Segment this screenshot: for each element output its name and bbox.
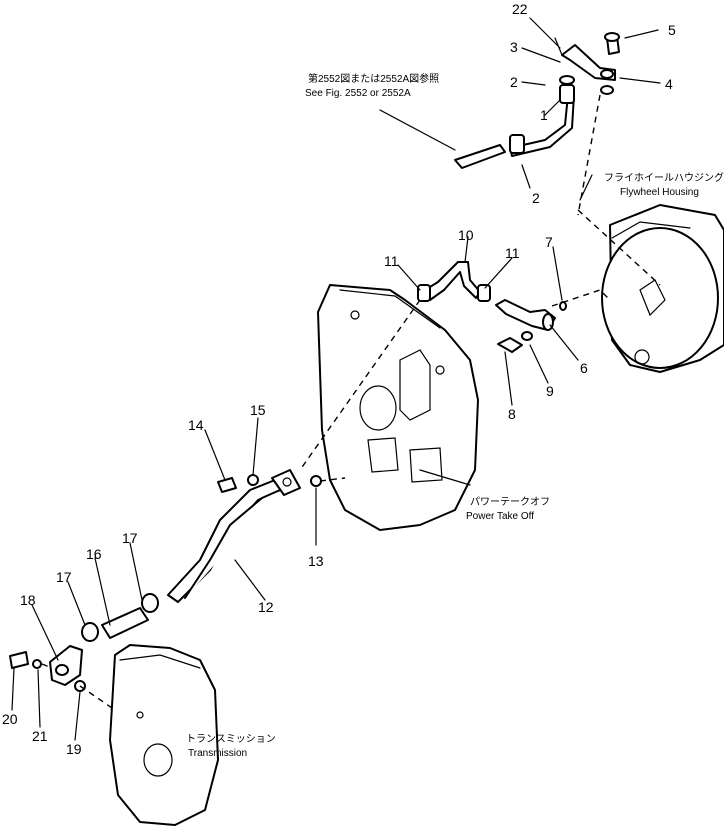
callout-8: 8 [508, 406, 516, 422]
callout-12: 12 [258, 599, 274, 615]
flywheel-housing-en-label: Flywheel Housing [620, 187, 699, 198]
callout-10: 10 [458, 227, 474, 243]
callout-20: 20 [2, 711, 18, 727]
callout-9: 9 [546, 383, 554, 399]
hose-elbow-assembly [9, 593, 159, 692]
power-take-off-housing [317, 284, 479, 531]
callout-2-lower: 2 [532, 190, 540, 206]
callout-21: 21 [32, 728, 48, 744]
flywheel-housing-jp-label: フライホイールハウジング [604, 171, 724, 184]
transmission-jp-label: トランスミッション [186, 733, 276, 745]
callout-13: 13 [308, 553, 324, 569]
callout-5: 5 [668, 22, 676, 38]
see-fig-en-label: See Fig. 2552 or 2552A [305, 88, 411, 99]
pipe-6-assembly [495, 299, 567, 353]
transmission-housing [109, 644, 219, 826]
callout-3: 3 [510, 39, 518, 55]
callout-4: 4 [665, 76, 673, 92]
callout-6: 6 [580, 360, 588, 376]
transmission-en-label: Transmission [188, 748, 247, 759]
callout-18: 18 [20, 592, 36, 608]
callout-11-left: 11 [384, 253, 399, 269]
power-take-off-jp-label: パワーテークオフ [470, 496, 550, 508]
text-labels: 第2552図または2552A図参照 See Fig. 2552 or 2552A… [186, 72, 724, 759]
see-fig-jp-label: 第2552図または2552A図参照 [308, 72, 439, 85]
callout-numbers: 22 3 2 1 2 5 4 7 6 9 8 10 11 11 14 15 13… [2, 1, 676, 757]
callout-17-right: 17 [122, 530, 138, 546]
callout-2-upper: 2 [510, 74, 518, 90]
pipe-12-assembly [167, 469, 322, 603]
callout-11-right: 11 [505, 245, 520, 261]
power-take-off-en-label: Power Take Off [466, 511, 534, 522]
callout-1: 1 [540, 107, 548, 123]
pipe-10-assembly [417, 261, 491, 302]
callout-14: 14 [188, 417, 204, 433]
leader-lines [11, 17, 661, 741]
flywheel-housing [601, 204, 724, 373]
callout-17-left: 17 [56, 569, 72, 585]
callout-7: 7 [545, 234, 553, 250]
callout-16: 16 [86, 546, 102, 562]
callout-15: 15 [250, 402, 266, 418]
callout-19: 19 [66, 741, 82, 757]
callout-22: 22 [512, 1, 528, 17]
